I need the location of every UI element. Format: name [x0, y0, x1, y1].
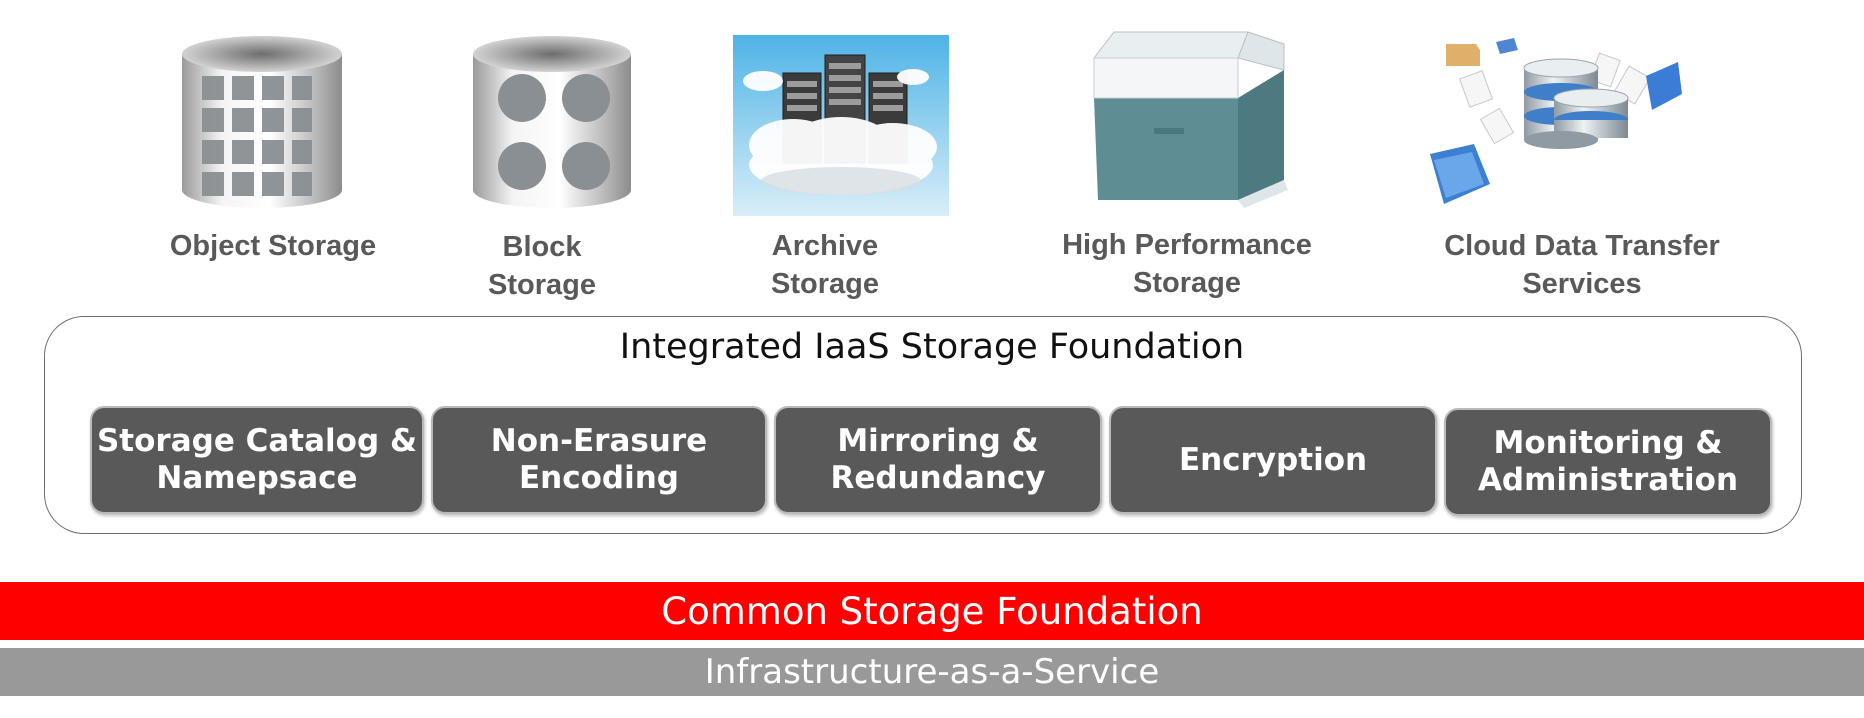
capability-mirroring-redundancy: Mirroring & Redundancy — [774, 406, 1102, 514]
infrastructure-as-a-service-band: Infrastructure-as-a-Service — [0, 648, 1864, 696]
service-label-cloud-data-transfer: Cloud Data Transfer Services — [1444, 230, 1720, 300]
capability-encryption: Encryption — [1109, 406, 1437, 514]
cloud-servers-icon — [733, 35, 949, 216]
service-label-archive-storage: Archive Storage — [771, 230, 879, 300]
service-label-block-storage: Block Storage — [488, 231, 596, 301]
database-block-icon — [473, 36, 631, 208]
service-label-high-performance-storage: High Performance Storage — [1062, 229, 1312, 299]
capability-non-erasure-encoding: Non-Erasure Encoding — [431, 406, 767, 514]
capability-monitoring-administration: Monitoring & Administration — [1444, 408, 1772, 516]
capability-storage-catalog: Storage Catalog & Namepsace — [90, 406, 424, 514]
data-transfer-icon — [1430, 38, 1682, 204]
integrated-foundation-title: Integrated IaaS Storage Foundation — [619, 327, 1245, 367]
service-label-object-storage: Object Storage — [169, 230, 377, 262]
common-storage-foundation-band: Common Storage Foundation — [0, 582, 1864, 640]
archive-box-icon — [1092, 31, 1288, 208]
database-grid-icon — [182, 36, 342, 208]
integrated-foundation-box — [44, 316, 1802, 534]
